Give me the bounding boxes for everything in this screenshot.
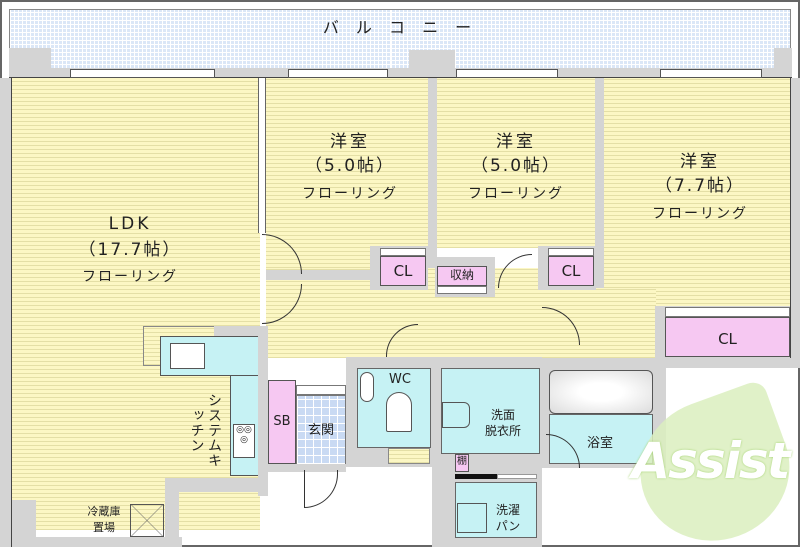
stove-icon: ◎◎◎ — [233, 424, 255, 458]
wall-bottom-ldk — [165, 478, 265, 492]
fridge-label-1: 冷蔵庫 — [87, 505, 121, 518]
storage-bottom-strip — [437, 286, 487, 294]
wc-label: WC — [389, 372, 411, 387]
exterior-wall-right — [790, 78, 800, 360]
window — [456, 69, 558, 78]
laundry-pan-icon — [457, 503, 487, 533]
western-3-size: （7.7帖） — [654, 176, 746, 196]
wc-sink-icon — [360, 372, 374, 402]
kitchen-wall — [214, 326, 266, 336]
entrance-label: 玄関 — [307, 423, 334, 438]
wall-bottom — [12, 537, 182, 547]
kitchen-right-wall — [258, 326, 268, 496]
closet-top-strip — [548, 248, 594, 256]
western-1-size: （5.0帖） — [304, 156, 396, 176]
closet-top-strip — [380, 248, 426, 256]
closet-2[interactable] — [548, 256, 594, 286]
interior-wall — [540, 358, 800, 368]
bath-label: 浴室 — [586, 436, 613, 451]
western-room-2-floor — [437, 78, 595, 248]
laundry-label-2: パン — [495, 519, 521, 533]
partition-bar — [455, 474, 497, 479]
western-room-3-floor — [604, 78, 790, 308]
interior-wall — [595, 78, 604, 288]
closet-1[interactable] — [380, 256, 426, 286]
washroom-label-1: 洗面 — [490, 408, 515, 422]
closet-top-strip — [665, 307, 790, 317]
storage-shuno-label: 収納 — [449, 268, 474, 282]
balcony-label: バ ル コ ニ ー — [322, 18, 478, 37]
toilet-icon — [386, 392, 412, 432]
shelf-tana-label: 棚 — [457, 456, 467, 467]
ldk-name: LDK — [108, 214, 152, 234]
window — [70, 69, 215, 78]
window — [660, 69, 762, 78]
closet-3[interactable] — [665, 317, 790, 357]
closet-3-label: CL — [718, 330, 737, 348]
wc-step — [388, 448, 430, 464]
sink-icon — [170, 343, 205, 369]
fridge-label-2: 置場 — [93, 521, 115, 534]
entrance — [296, 395, 346, 465]
storage-shuno[interactable] — [437, 266, 487, 286]
partition-dotted — [497, 474, 537, 479]
western-3-name: 洋室 — [680, 152, 720, 172]
western-2-flooring: フローリング — [468, 186, 564, 202]
fridge-space-icon — [130, 504, 164, 537]
exterior-wall-top — [9, 68, 792, 78]
kitchen-label: システムキッチン — [188, 392, 223, 468]
western-2-name: 洋室 — [496, 132, 536, 152]
closet-1-label: CL — [393, 262, 413, 280]
sliding-partition[interactable] — [258, 78, 266, 233]
bathtub-icon — [549, 370, 653, 414]
western-1-flooring: フローリング — [302, 186, 398, 202]
western-2-size: （5.0帖） — [470, 156, 562, 176]
laundry-label-1: 洗濯 — [495, 503, 520, 517]
closet-2-label: CL — [561, 262, 581, 280]
shelf-tana[interactable] — [455, 454, 469, 472]
balcony — [9, 9, 391, 69]
wall-bottom-ldk-side — [165, 478, 179, 547]
ldk-size: （17.7帖） — [78, 240, 182, 260]
basin-icon — [442, 402, 470, 428]
shoe-box-label: SB — [273, 414, 291, 429]
washroom-label-2: 脱衣所 — [484, 424, 521, 438]
entrance-bottom-wall — [266, 464, 346, 472]
western-room-1-floor — [266, 78, 428, 268]
shoe-box[interactable] — [268, 380, 296, 464]
exterior-wall-left — [0, 78, 12, 547]
window — [288, 69, 388, 78]
ldk-floor — [12, 78, 260, 530]
watermark-text: Assist — [631, 432, 790, 490]
western-1-name: 洋室 — [330, 132, 370, 152]
ldk-flooring: フローリング — [82, 269, 178, 285]
interior-wall — [266, 270, 378, 280]
balcony-right — [391, 9, 791, 69]
western-3-flooring: フローリング — [652, 206, 748, 222]
interior-wall — [428, 78, 437, 293]
entrance-strip — [296, 385, 346, 395]
